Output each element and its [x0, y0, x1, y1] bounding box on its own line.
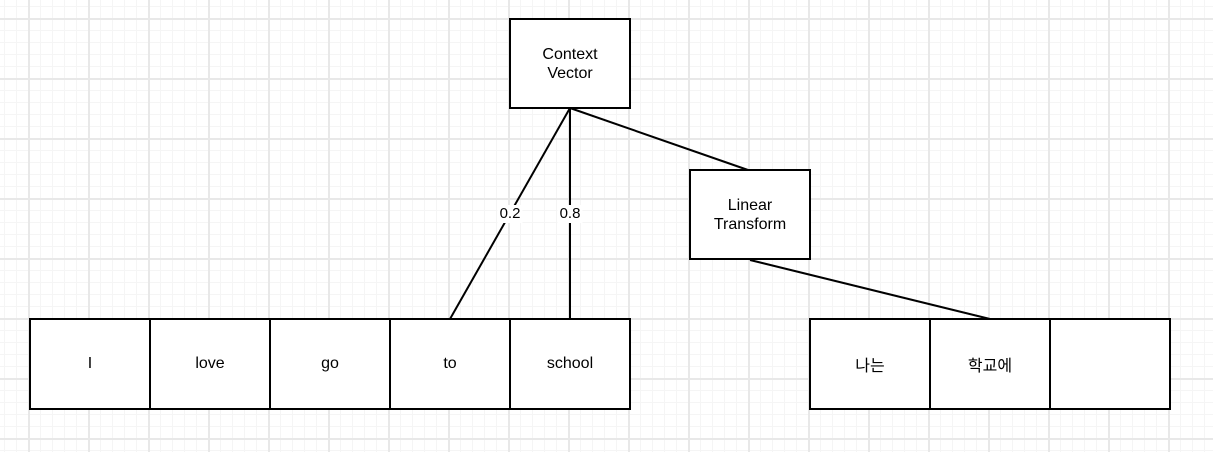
target-word-label: 나는 — [855, 358, 885, 375]
source-word-cell-go[interactable]: go — [269, 318, 391, 410]
context-vector-label: Context Vector — [542, 45, 598, 82]
source-word-label: to — [443, 355, 457, 372]
target-sequence-row: 나는 학교에 — [809, 318, 1171, 410]
attention-weight-label-to: 0.2 — [497, 205, 523, 223]
source-word-cell-school[interactable]: school — [509, 318, 631, 410]
source-word-cell-i[interactable]: I — [29, 318, 151, 410]
target-word-label: 학교에 — [967, 358, 1013, 375]
node-context-vector[interactable]: Context Vector — [509, 18, 631, 109]
source-word-cell-to[interactable]: to — [389, 318, 511, 410]
linear-transform-label: Linear Transform — [713, 196, 787, 233]
source-sequence-row: I love go to school — [29, 318, 631, 410]
source-word-label: love — [195, 355, 225, 372]
attention-weight-label-school: 0.8 — [557, 205, 583, 223]
source-word-label: school — [546, 355, 594, 372]
source-word-cell-love[interactable]: love — [149, 318, 271, 410]
edge-linear-transform-to-target-word[interactable] — [749, 259, 991, 320]
source-word-label: I — [87, 355, 93, 372]
target-word-cell-hakgyoe[interactable]: 학교에 — [929, 318, 1051, 410]
node-linear-transform[interactable]: Linear Transform — [689, 169, 811, 260]
target-word-cell-empty[interactable] — [1049, 318, 1171, 410]
source-word-label: go — [321, 355, 339, 372]
edge-context-to-linear-transform[interactable] — [569, 107, 749, 171]
target-word-cell-naneun[interactable]: 나는 — [809, 318, 931, 410]
